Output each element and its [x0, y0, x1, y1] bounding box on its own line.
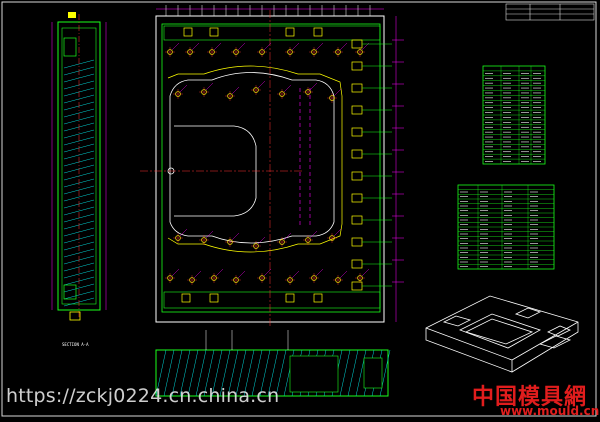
lower-table — [457, 184, 555, 270]
top-dimension-ticks — [165, 5, 371, 16]
front-view-part — [155, 330, 391, 397]
site-logo-chinese: 中国模具網 — [472, 385, 588, 410]
site-logo-url: www.mould.cn — [500, 404, 600, 418]
side-view-part — [51, 12, 107, 321]
top-view-plate — [140, 8, 397, 328]
top-view-features — [165, 27, 370, 303]
sheet-border — [1, 1, 597, 417]
isometric-view — [425, 295, 579, 373]
side-view-label: SECTION A-A — [62, 342, 89, 347]
upper-table — [482, 65, 546, 165]
right-edge-callouts — [351, 39, 404, 291]
title-block — [505, 3, 595, 21]
watermark-url: https://zckj0224.cn.china.cn — [6, 385, 280, 407]
